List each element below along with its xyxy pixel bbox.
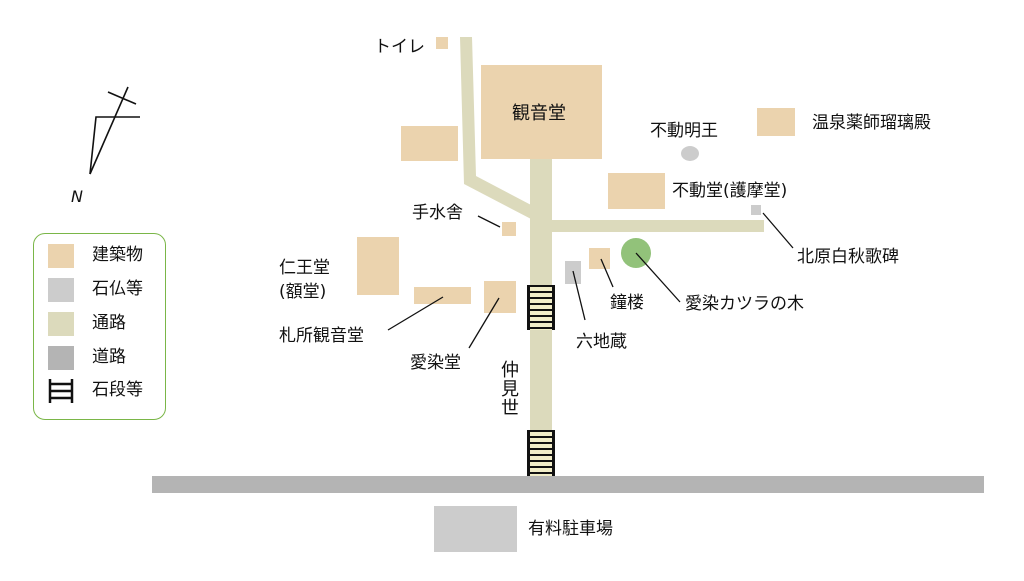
stone-fudo-myoo[interactable] bbox=[681, 146, 699, 161]
building-chozusha[interactable] bbox=[502, 222, 516, 236]
path-swatch-icon bbox=[48, 312, 74, 336]
stairs-icon bbox=[48, 379, 74, 403]
stairs-lower bbox=[527, 430, 555, 476]
label-fudasho: 札所観音堂 bbox=[279, 326, 364, 346]
label-fudo-myoo: 不動明王 bbox=[650, 121, 718, 141]
label-fudodo: 不動堂(護摩堂) bbox=[672, 181, 788, 201]
legend-label: 石段等 bbox=[92, 380, 143, 400]
compass-label: N bbox=[71, 187, 83, 206]
stairs-upper bbox=[527, 285, 555, 330]
label-chozusha: 手水舎 bbox=[412, 203, 463, 223]
building-toilet[interactable] bbox=[436, 37, 448, 49]
legend: 建築物 石仏等 通路 道路 石段等 bbox=[33, 233, 166, 420]
stone-swatch-icon bbox=[48, 278, 74, 302]
stone-kitahara-hi[interactable] bbox=[751, 205, 761, 215]
building-fudodo[interactable] bbox=[608, 173, 665, 209]
building-shoro[interactable] bbox=[589, 248, 610, 269]
label-aizendo: 愛染堂 bbox=[410, 353, 461, 373]
building-aizendo[interactable] bbox=[484, 281, 516, 313]
label-toilet: トイレ bbox=[374, 37, 425, 57]
legend-label: 石仏等 bbox=[92, 279, 143, 299]
label-parking: 有料駐車場 bbox=[528, 519, 613, 539]
label-shoro: 鐘楼 bbox=[610, 293, 644, 313]
north-arrow-icon bbox=[89, 86, 140, 175]
label-katsura: 愛染カツラの木 bbox=[685, 294, 804, 314]
building-kannondo[interactable] bbox=[481, 65, 602, 159]
parking-lot[interactable] bbox=[434, 506, 517, 552]
label-onsen-yakushi: 温泉薬師瑠璃殿 bbox=[812, 113, 931, 133]
main-road bbox=[152, 476, 984, 493]
label-kitahara-hi: 北原白秋歌碑 bbox=[797, 247, 899, 267]
label-nakamise: 仲見世 bbox=[498, 360, 519, 417]
building-onsen-yakushi[interactable] bbox=[757, 108, 795, 136]
label-niodo-2: (額堂) bbox=[279, 282, 327, 302]
label-kannondo: 観音堂 bbox=[512, 103, 566, 124]
building-fudasho[interactable] bbox=[414, 287, 471, 304]
legend-label: 建築物 bbox=[92, 245, 143, 265]
legend-label: 通路 bbox=[92, 313, 126, 333]
building-swatch-icon bbox=[48, 244, 74, 268]
label-rokujizo: 六地蔵 bbox=[576, 332, 627, 352]
path-east bbox=[552, 220, 764, 232]
label-niodo-1: 仁王堂 bbox=[279, 258, 330, 278]
building-unnamed[interactable] bbox=[401, 126, 458, 161]
road-swatch-icon bbox=[48, 346, 74, 370]
legend-label: 道路 bbox=[92, 347, 126, 367]
building-niodo[interactable] bbox=[357, 237, 399, 295]
